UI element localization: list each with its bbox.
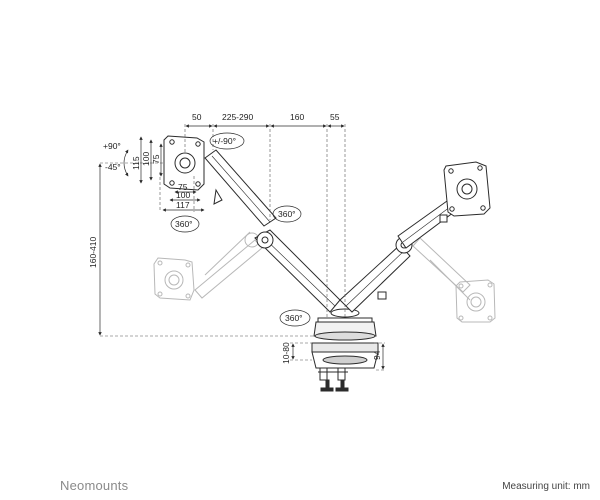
swivel-label: +/-90°: [213, 136, 236, 146]
vesa-height-115: 115: [131, 156, 141, 170]
rotation-indicators: [170, 132, 311, 327]
dimension-225-290: 225-290: [222, 112, 253, 122]
ghost-left-monitor-plate: [153, 257, 195, 301]
dimension-50: 50: [192, 112, 202, 122]
ghost-right-monitor-plate: [455, 279, 496, 323]
arm-height-range: 160-410: [88, 237, 98, 268]
ghost-right-arm: [412, 237, 496, 323]
right-monitor-plate: [443, 161, 491, 217]
vesa-width-75: 75: [178, 182, 188, 192]
vesa-width-100: 100: [176, 190, 190, 200]
dimension-160: 160: [290, 112, 304, 122]
pole-and-base: [313, 308, 377, 341]
rotation-label-base: 360°: [285, 313, 303, 323]
clamp-thickness-range: 10-80: [281, 342, 291, 364]
rotation-label-upper: 360°: [278, 209, 296, 219]
desk-clamp: [311, 342, 379, 392]
tilt-down-label: -45°: [105, 162, 121, 172]
left-upper-arm: [204, 149, 277, 227]
base-height: 94: [372, 350, 382, 360]
left-lower-arm: [254, 229, 341, 313]
height-dimension-lines: [98, 163, 385, 370]
tilt-up-label: +90°: [103, 141, 121, 151]
vesa-dimension-lines: [123, 136, 205, 212]
brand-logo-text: Neomounts: [60, 478, 129, 493]
dimension-55: 55: [330, 112, 340, 122]
guide-lines: [100, 124, 385, 371]
ghost-left-arm: [153, 231, 263, 301]
vesa-height-100: 100: [141, 152, 151, 166]
rotation-label-plate: 360°: [175, 219, 193, 229]
vesa-width-117: 117: [176, 200, 190, 210]
right-lower-arm: [339, 236, 413, 313]
vesa-height-75: 75: [151, 154, 161, 164]
measuring-unit: Measuring unit: mm: [502, 481, 590, 492]
